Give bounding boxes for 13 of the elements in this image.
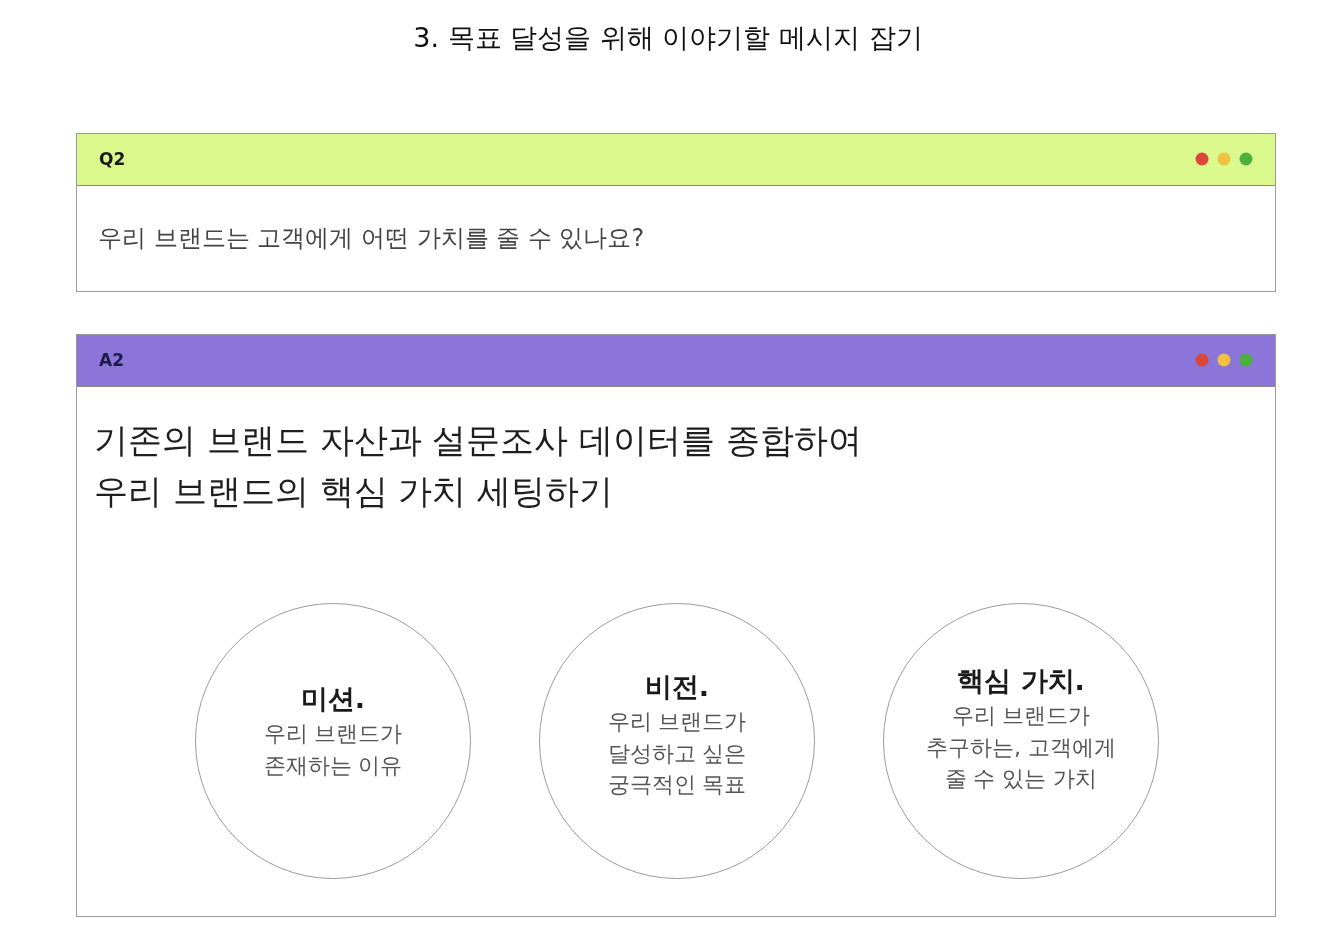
circle-heading: 핵심 가치. xyxy=(957,663,1085,698)
circle-heading: 비전. xyxy=(644,669,710,704)
circle-heading: 미션. xyxy=(300,681,366,716)
panel-label: A2 xyxy=(99,350,124,370)
circle-description: 우리 브랜드가 달성하고 싶은 궁극적인 목표 xyxy=(606,707,748,800)
answer-headline: 기존의 브랜드 자산과 설문조사 데이터를 종합하여 우리 브랜드의 핵심 가치 세팅하기 xyxy=(94,419,864,513)
question-text: 우리 브랜드는 고객에게 어떤 가치를 줄 수 있나요? xyxy=(98,223,646,254)
page-title: 3. 목표 달성을 위해 이야기할 메시지 잡기 xyxy=(412,21,924,55)
window-panel xyxy=(76,133,1276,292)
panel-label: Q2 xyxy=(99,149,126,169)
circle-description: 우리 브랜드가 추구하는, 고객에게 줄 수 있는 가치 xyxy=(925,701,1117,794)
circle-description: 우리 브랜드가 존재하는 이유 xyxy=(262,719,404,780)
window-panel xyxy=(76,334,1276,917)
